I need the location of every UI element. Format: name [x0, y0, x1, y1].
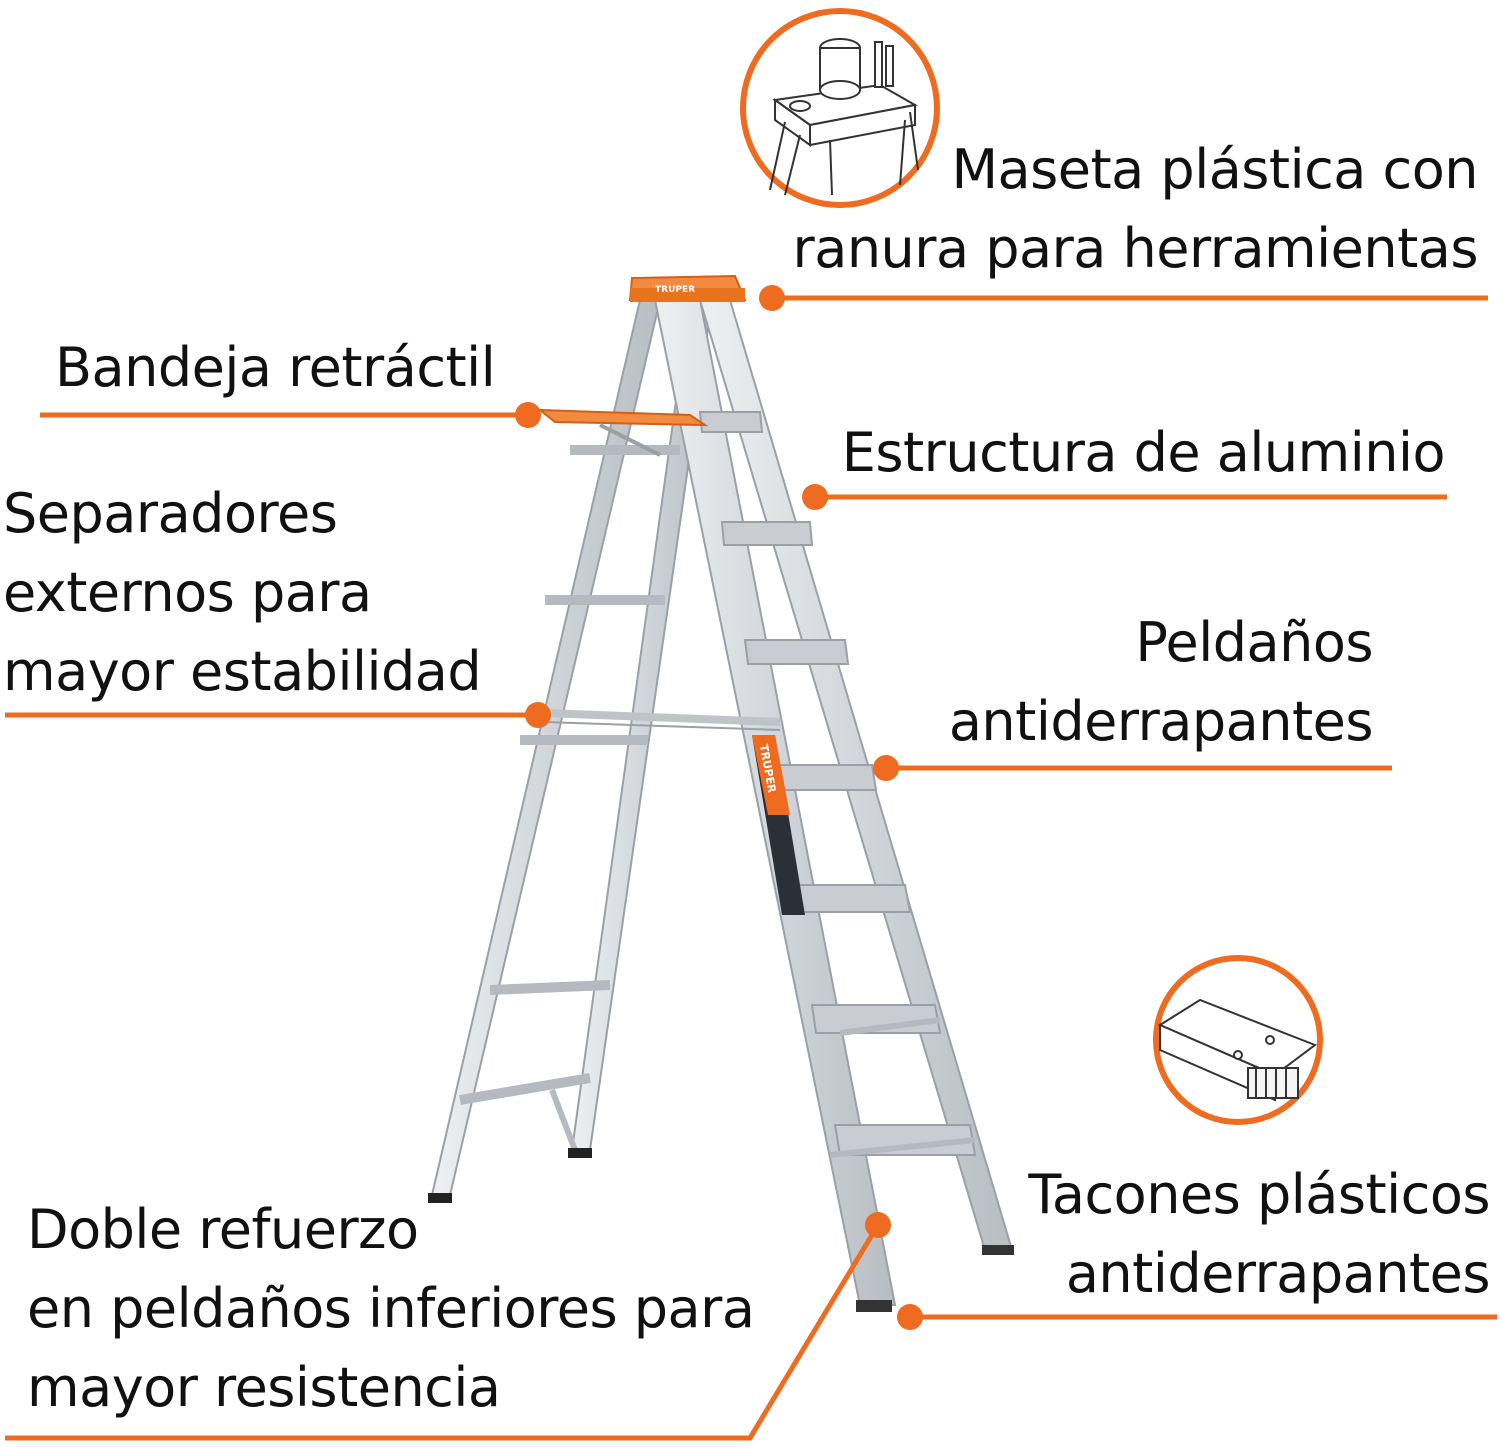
- label-feet: Tacones plásticos antiderrapantes: [1028, 1163, 1490, 1305]
- label-spreaders: Separadores externos para mayor estabili…: [3, 482, 482, 703]
- dot-steps: [873, 755, 899, 781]
- dot-tray: [515, 402, 541, 428]
- label-tray: Bandeja retráctil: [55, 336, 496, 399]
- label-top-cap: Maseta plástica con ranura para herramie…: [792, 138, 1479, 280]
- callout-lines: [5, 295, 1497, 1441]
- rail-label: TRUPER: [752, 735, 805, 915]
- label-reinforcement: Doble refuerzo en peldaños inferiores pa…: [27, 1198, 755, 1419]
- rear-legs: [428, 299, 714, 1203]
- spreader-bars: [544, 709, 781, 731]
- dot-feet: [897, 1304, 923, 1330]
- label-structure: Estructura de aluminio: [841, 421, 1446, 484]
- dot-structure: [802, 484, 828, 510]
- tool-tray-top-icon: [740, 8, 940, 208]
- front-left-foot: [856, 1300, 892, 1312]
- dot-spreaders: [525, 702, 551, 728]
- top-cap: TRUPER: [628, 274, 747, 302]
- rubber-foot-icon: [1153, 955, 1323, 1125]
- top-cap-brand: TRUPER: [655, 285, 695, 295]
- front-right-foot: [982, 1245, 1014, 1255]
- dot-top-cap: [759, 285, 785, 311]
- retractable-tray: [537, 408, 709, 457]
- label-steps: Peldaños antiderrapantes: [948, 611, 1374, 753]
- callout-dots: [515, 285, 923, 1330]
- ladder-steps: [698, 411, 977, 1158]
- dot-reinforcement: [865, 1212, 891, 1238]
